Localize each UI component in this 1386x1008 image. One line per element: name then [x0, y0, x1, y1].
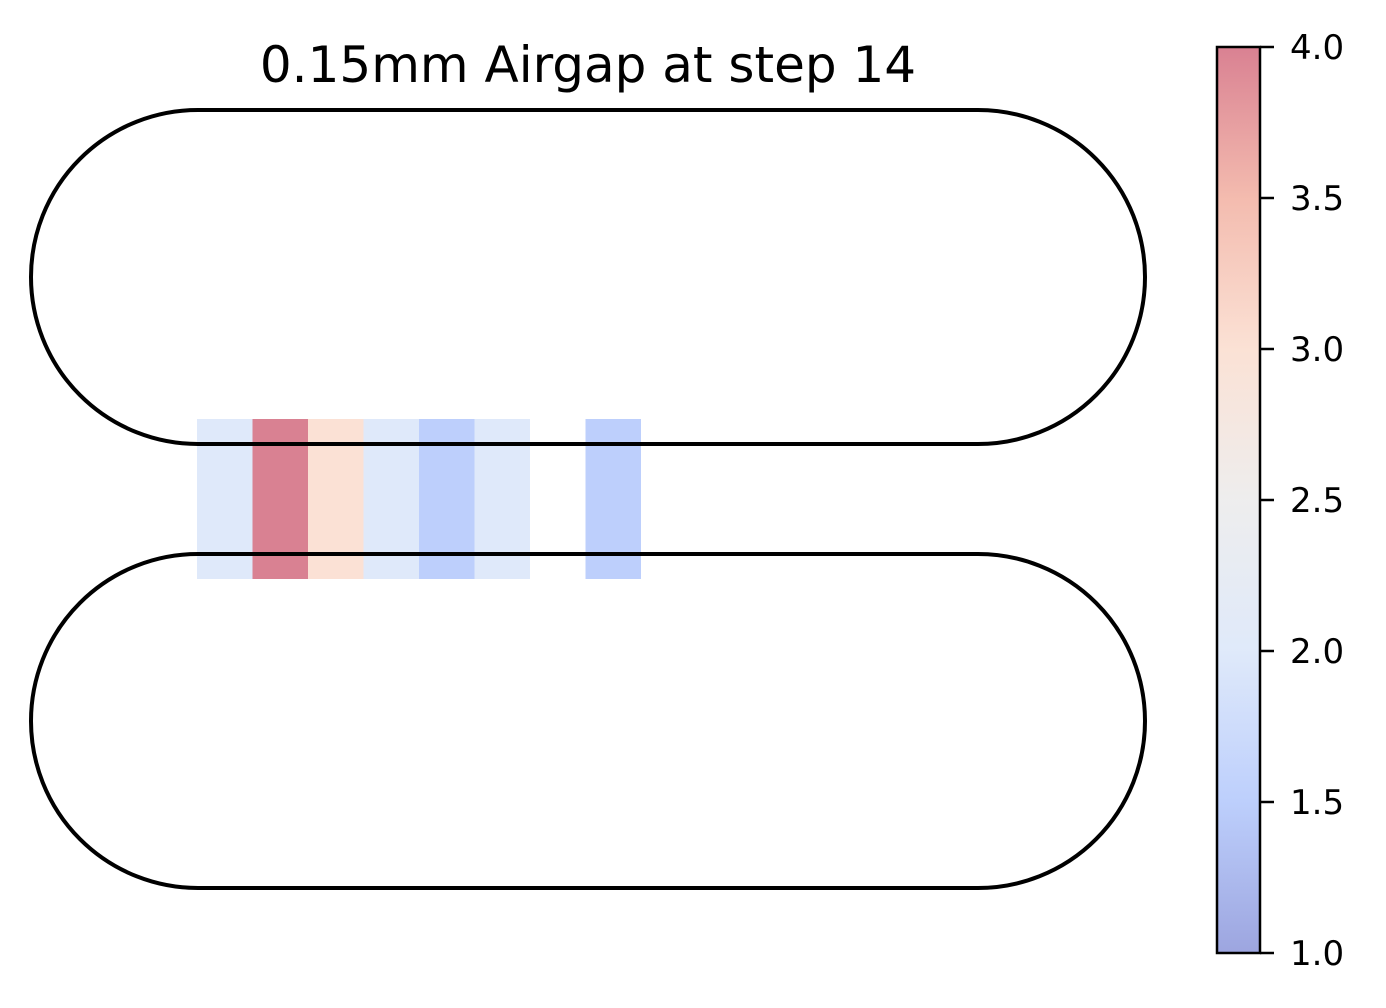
- colorbar-tick-label: 3.5: [1290, 179, 1344, 219]
- colorbar-tick-label: 2.0: [1290, 632, 1344, 672]
- lower-loop: [29, 552, 1147, 890]
- colorbar: 1.0 1.5 2.0 2.5 3.0 3.5 4.0: [1215, 28, 1344, 974]
- upper-loop: [29, 108, 1147, 446]
- chart-title: 0.15mm Airgap at step 14: [260, 36, 916, 94]
- colorbar-tick-label: 1.5: [1290, 783, 1344, 823]
- track-outline: [29, 108, 1147, 890]
- colorbar-fill: [1217, 47, 1260, 953]
- colorbar-tick-label: 2.5: [1290, 481, 1344, 521]
- colorbar-tick-label: 3.0: [1290, 330, 1344, 370]
- colorbar-tick-label: 1.0: [1290, 934, 1344, 974]
- colorbar-ticks: 1.0 1.5 2.0 2.5 3.0 3.5 4.0: [1260, 28, 1344, 974]
- colorbar-tick-label: 4.0: [1290, 28, 1344, 68]
